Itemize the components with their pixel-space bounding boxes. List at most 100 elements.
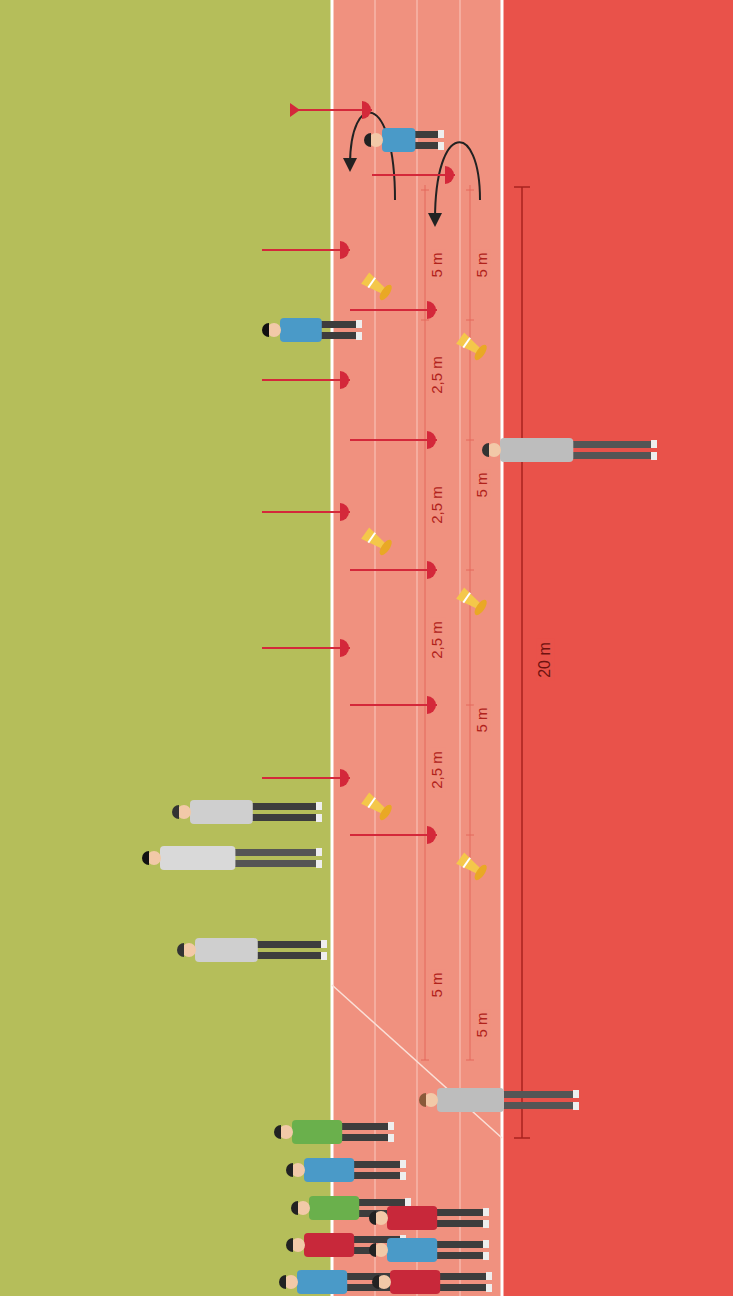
leg — [233, 860, 318, 867]
dimension-label: 2,5 m — [429, 618, 446, 662]
flag-base — [427, 301, 436, 319]
leg — [251, 803, 318, 810]
cone — [360, 271, 394, 302]
flag-base — [340, 241, 349, 259]
hair — [279, 1275, 286, 1289]
leg — [251, 814, 318, 821]
flag-base — [445, 166, 454, 184]
dimension-bracket — [521, 187, 523, 1138]
torso — [387, 1206, 437, 1230]
torso — [390, 1270, 440, 1294]
leg — [357, 1199, 407, 1206]
hair — [369, 1243, 376, 1257]
lane-line — [416, 0, 418, 1296]
cone-base — [472, 863, 489, 882]
leg — [435, 1241, 485, 1248]
flag-pole — [350, 439, 437, 441]
flag-base — [340, 769, 349, 787]
dimension-label: 2,5 m — [429, 483, 446, 527]
person — [172, 800, 322, 824]
person — [142, 846, 322, 870]
flag-pole — [350, 704, 437, 706]
torso — [309, 1196, 359, 1220]
leg — [435, 1209, 485, 1216]
shoe — [321, 940, 327, 948]
cone-base — [472, 343, 489, 362]
flag-pole — [350, 569, 437, 571]
head — [291, 1238, 305, 1252]
dimension-tick — [466, 1060, 474, 1061]
leg — [233, 849, 318, 856]
torso — [304, 1158, 354, 1182]
dimension-tick — [421, 190, 429, 191]
hair — [369, 1211, 376, 1225]
shoe — [483, 1240, 489, 1248]
shoe — [316, 848, 322, 856]
flag-base — [427, 826, 436, 844]
shoe — [483, 1208, 489, 1216]
leg — [438, 1273, 488, 1280]
person — [369, 1206, 489, 1230]
flag-cloth — [290, 103, 300, 117]
shoe — [400, 1160, 406, 1168]
shoe — [405, 1198, 411, 1206]
leg — [438, 1284, 488, 1291]
hair — [364, 133, 371, 147]
torso — [280, 318, 322, 342]
leg — [320, 321, 358, 328]
dimension-tick — [466, 570, 474, 571]
dimension-label: 2,5 m — [429, 748, 446, 792]
shoe — [388, 1122, 394, 1130]
shoe — [573, 1102, 579, 1110]
shoe — [316, 860, 322, 868]
torso — [292, 1120, 342, 1144]
track-outer — [502, 0, 733, 1296]
flag-base — [427, 696, 436, 714]
dimension-tick — [421, 1060, 429, 1061]
hair — [419, 1093, 426, 1107]
dimension-label: 2,5 m — [429, 353, 446, 397]
dimension-label: 5 m — [429, 249, 446, 280]
shoe — [316, 802, 322, 810]
flag-pole — [350, 834, 437, 836]
leg — [413, 142, 440, 149]
shoe — [651, 452, 657, 460]
head — [424, 1093, 438, 1107]
head — [374, 1243, 388, 1257]
dimension-tick — [514, 186, 530, 188]
flag-pole — [372, 174, 455, 176]
hair — [291, 1201, 298, 1215]
leg — [320, 332, 358, 339]
dimension-line — [470, 185, 471, 1060]
cone-base — [377, 538, 394, 557]
cone-stripe — [368, 798, 375, 808]
shoe — [388, 1134, 394, 1142]
torso — [297, 1270, 347, 1294]
cone-stripe — [463, 338, 470, 348]
head — [267, 323, 281, 337]
hair — [177, 943, 184, 957]
shoe — [483, 1252, 489, 1260]
person — [482, 438, 657, 462]
leg — [571, 452, 653, 459]
person — [364, 128, 444, 152]
shoe — [483, 1220, 489, 1228]
shoe — [438, 130, 444, 138]
cone-stripe — [463, 593, 470, 603]
shoe — [651, 440, 657, 448]
flag-pole — [262, 511, 350, 513]
hair — [172, 805, 179, 819]
cone-stripe — [463, 858, 470, 868]
head — [147, 851, 161, 865]
shoe — [356, 320, 362, 328]
flag-base — [427, 431, 436, 449]
cone-base — [377, 283, 394, 302]
hair — [372, 1275, 379, 1289]
leg — [340, 1134, 390, 1141]
torso — [190, 800, 253, 824]
cone — [360, 791, 394, 822]
torso — [382, 128, 415, 152]
head — [487, 443, 501, 457]
